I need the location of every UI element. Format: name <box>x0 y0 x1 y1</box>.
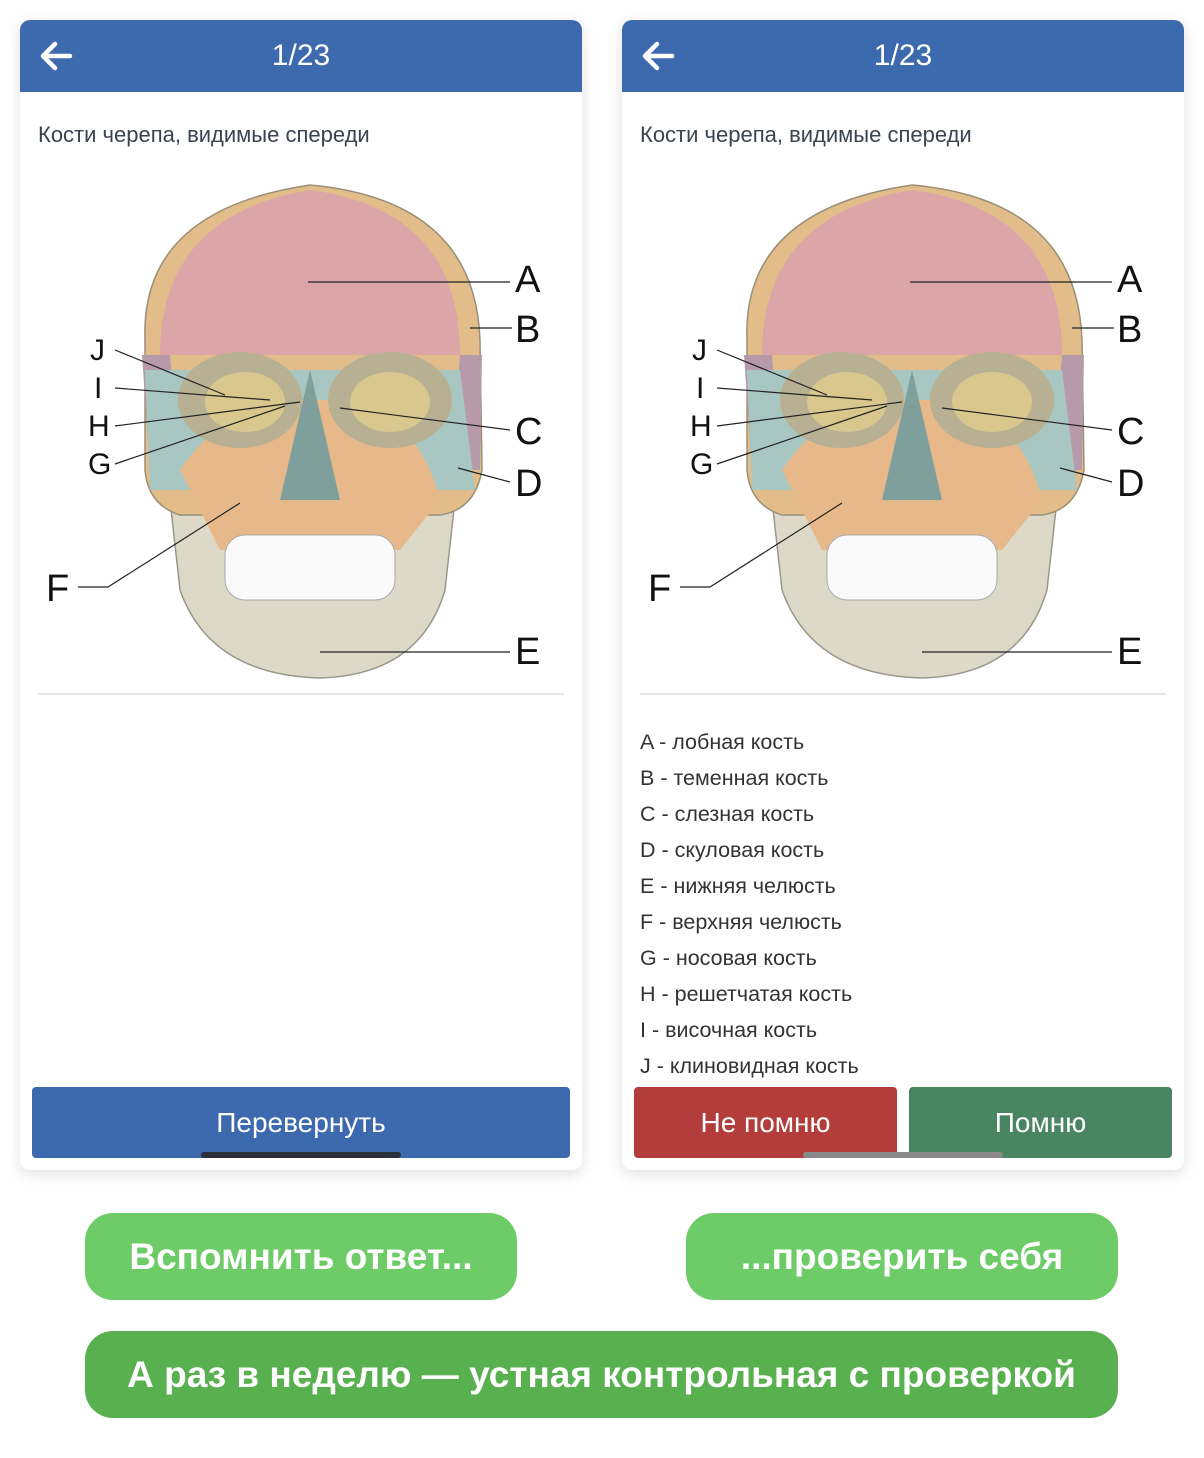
header: 1/23 <box>622 20 1184 92</box>
label-h: H <box>88 410 110 443</box>
nasal-cavity <box>882 370 942 500</box>
header: 1/23 <box>20 20 582 92</box>
skull-diagram: A B C D E F J I H G <box>648 184 1144 679</box>
label-c: C <box>1117 411 1144 453</box>
label-e: E <box>515 631 540 673</box>
answer-item: I - височная кость <box>640 1018 818 1042</box>
answer-item: G - носовая кость <box>640 946 817 970</box>
label-i: I <box>696 372 704 405</box>
flashcard-back: 1/23 Кости черепа, видимые спереди A B C… <box>622 20 1184 1170</box>
answer-item: H - решетчатая кость <box>640 982 853 1006</box>
frontal-bone <box>160 190 460 355</box>
label-f: F <box>648 568 671 610</box>
label-a: A <box>1117 259 1143 301</box>
divider <box>640 693 1166 695</box>
caption-recall: Вспомнить ответ... <box>85 1213 517 1300</box>
answer-list: A - лобная кость B - теменная кость C - … <box>640 724 859 1084</box>
label-f: F <box>46 568 69 610</box>
caption-weekly: А раз в неделю — устная контрольная с пр… <box>85 1331 1118 1418</box>
label-h: H <box>690 410 712 443</box>
card-counter: 1/23 <box>271 39 331 72</box>
home-indicator <box>803 1152 1003 1158</box>
label-j: J <box>692 334 707 367</box>
flashcard-front: 1/23 Кости черепа, видимые спереди A B C… <box>20 20 582 1170</box>
question-text: Кости черепа, видимые спереди <box>640 122 972 147</box>
label-d: D <box>1117 463 1144 505</box>
label-g: G <box>690 448 713 481</box>
caption-check: ...проверить себя <box>686 1213 1118 1300</box>
back-arrow-icon[interactable] <box>38 38 74 74</box>
question-text: Кости черепа, видимые спереди <box>38 122 370 147</box>
home-indicator <box>201 1152 401 1158</box>
frontal-bone <box>762 190 1062 355</box>
answer-item: E - нижняя челюсть <box>640 874 836 898</box>
label-g: G <box>88 448 111 481</box>
forgot-button[interactable]: Не помню <box>634 1087 897 1158</box>
answer-item: A - лобная кость <box>640 730 805 754</box>
nasal-cavity <box>280 370 340 500</box>
label-c: C <box>515 411 542 453</box>
answer-item: C - слезная кость <box>640 802 815 826</box>
answer-item: J - клиновидная кость <box>640 1054 859 1078</box>
label-j: J <box>90 334 105 367</box>
label-e: E <box>1117 631 1142 673</box>
label-b: B <box>515 309 540 351</box>
label-i: I <box>94 372 102 405</box>
answer-item: B - теменная кость <box>640 766 829 790</box>
remember-button[interactable]: Помню <box>909 1087 1172 1158</box>
flip-button[interactable]: Перевернуть <box>32 1087 570 1158</box>
teeth <box>826 534 998 601</box>
answer-item: D - скуловая кость <box>640 838 825 862</box>
skull-diagram: A B C D E F J I H G <box>46 184 542 679</box>
back-arrow-icon[interactable] <box>640 38 676 74</box>
teeth <box>224 534 396 601</box>
answer-item: F - верхняя челюсть <box>640 910 842 934</box>
label-b: B <box>1117 309 1142 351</box>
card-counter: 1/23 <box>873 39 933 72</box>
label-a: A <box>515 259 541 301</box>
divider <box>38 693 564 695</box>
label-d: D <box>515 463 542 505</box>
